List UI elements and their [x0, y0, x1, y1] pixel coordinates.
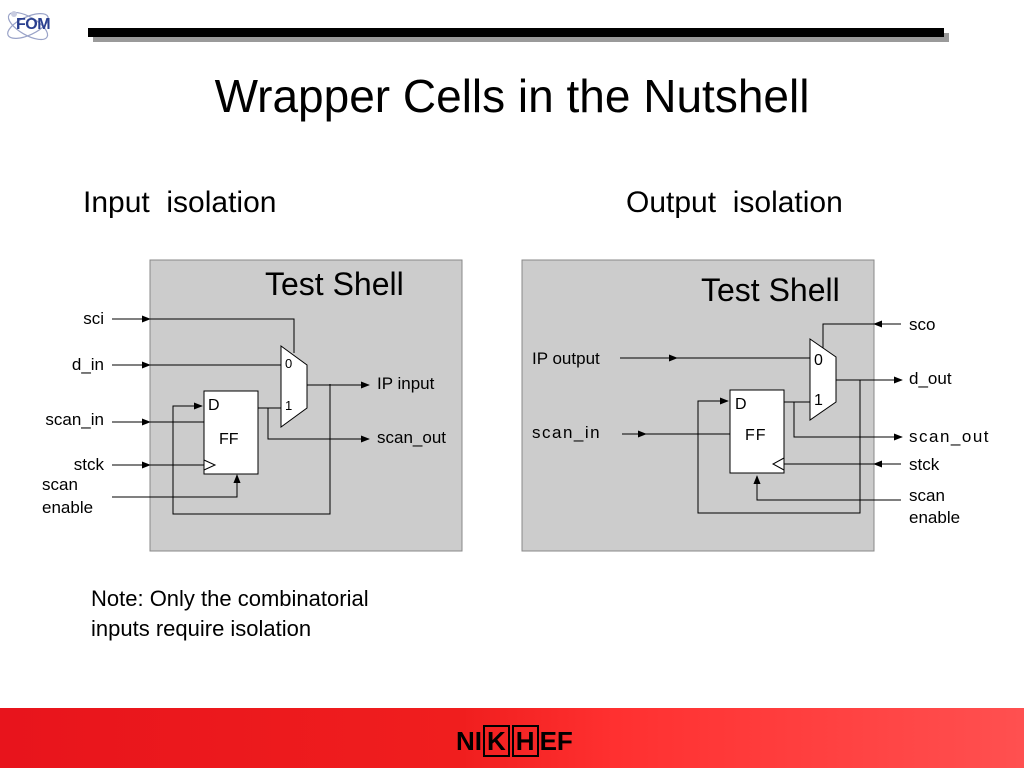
- output-wire-sco-internal: [822, 323, 874, 348]
- input-wire-scan-out: [267, 408, 370, 443]
- nikhef-logo-part-2: EF: [539, 725, 573, 756]
- input-label-scan: scan: [42, 475, 78, 494]
- output-label-scan-out: scan_out: [909, 427, 990, 446]
- title-bar-shadow: [93, 33, 949, 42]
- input-label-scan-in: scan_in: [45, 410, 104, 429]
- input-mux-in-1: 1: [285, 398, 292, 413]
- atom-icon: [7, 11, 49, 41]
- output-label-ip-output: IP output: [532, 349, 600, 368]
- fom-logo-text: FOM: [16, 16, 51, 33]
- output-flip-flop: [729, 389, 785, 474]
- output-label-stck: stck: [909, 455, 940, 474]
- footer-band: NI K H EF: [0, 708, 1024, 768]
- output-label-scan: scan: [909, 486, 945, 505]
- output-mux-in-0: 0: [814, 352, 823, 369]
- input-isolation-diagram: Test Shell 0 1 D FF sci d_in scan_in stc…: [42, 259, 463, 552]
- output-label-scan-in: scan_in: [532, 423, 601, 442]
- fom-logo: FOM: [2, 4, 58, 44]
- note-line-1: Note: Only the combinatorial: [91, 586, 369, 611]
- input-label-ip-input: IP input: [377, 374, 435, 393]
- input-wire-feedback: [172, 384, 331, 515]
- isolation-note: Note: Only the combinatorial inputs requ…: [91, 584, 471, 644]
- input-label-enable: enable: [42, 498, 93, 517]
- slide-title: Wrapper Cells in the Nutshell: [214, 70, 810, 122]
- input-ff-label: FF: [219, 431, 239, 448]
- input-isolation-heading: Input isolation: [83, 186, 277, 219]
- output-ff-label: FF: [745, 427, 767, 444]
- input-flip-flop: [203, 390, 259, 475]
- output-shell-label: Test Shell: [701, 272, 840, 308]
- output-label-sco: sco: [909, 315, 935, 334]
- nikhef-logo-h: H: [511, 725, 539, 757]
- nikhef-logo-part-1: NI: [456, 725, 482, 756]
- output-wire-scan-out: [793, 402, 903, 441]
- input-shell-label: Test Shell: [265, 266, 404, 302]
- input-mux: [280, 345, 308, 428]
- output-label-d-out: d_out: [909, 369, 952, 388]
- output-mux: [809, 338, 837, 421]
- output-wire-feedback: [697, 380, 861, 514]
- output-ff-clock-mark: [771, 457, 785, 471]
- input-ff-clock-mark: [203, 459, 217, 471]
- input-label-stck: stck: [74, 455, 105, 474]
- output-ff-d-pin: D: [735, 396, 747, 413]
- input-mux-in-0: 0: [285, 356, 292, 371]
- note-line-2: inputs require isolation: [91, 616, 312, 641]
- input-label-d-in: d_in: [72, 355, 104, 374]
- input-ff-d-pin: D: [208, 397, 220, 414]
- nikhef-logo: NI K H EF: [456, 724, 573, 758]
- output-wire-scan-enable: [753, 475, 901, 501]
- input-wire-scan-enable: [112, 474, 241, 498]
- input-wire-sci-internal: [150, 318, 295, 353]
- title-bar: [88, 28, 944, 37]
- input-label-sci: sci: [83, 309, 104, 328]
- output-isolation-diagram: Test Shell 0 1 D FF IP output scan_in sc…: [521, 259, 990, 552]
- output-isolation-heading: Output isolation: [626, 186, 843, 219]
- input-label-scan-out: scan_out: [377, 428, 446, 447]
- output-mux-in-1: 1: [814, 392, 823, 409]
- nikhef-logo-k: K: [483, 725, 510, 757]
- output-label-enable: enable: [909, 508, 960, 527]
